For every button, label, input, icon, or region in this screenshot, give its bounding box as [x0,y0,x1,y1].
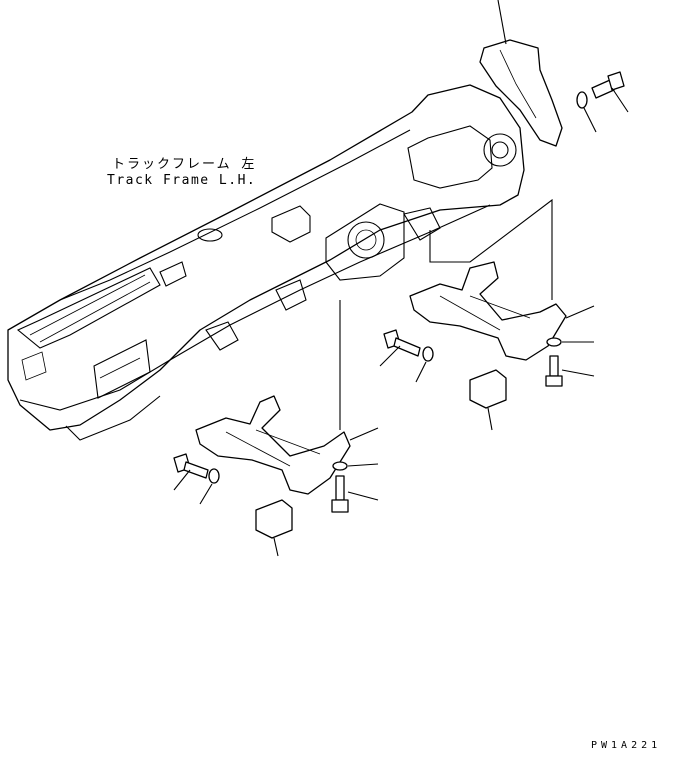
bolt-right-b [545,355,595,387]
leader-right-member [565,305,595,319]
drawing-code: PW1A221 [591,740,662,751]
rear-bracket [479,0,563,147]
washer-left-b [332,461,379,471]
leader-left-member [349,427,379,441]
track-frame-body [7,84,525,441]
bolt-left-a [173,453,209,491]
bracket-washer [576,91,597,133]
washer-right-b [546,337,594,347]
washer-left-a [199,468,220,505]
cross-member-right [409,198,567,361]
bracket-bolt [591,71,629,113]
bolt-left-b [331,475,379,513]
cap-right [469,369,507,431]
washer-right-a [415,346,434,383]
part-title-japanese: トラックフレーム 左 [112,157,257,172]
part-title-english: Track Frame L.H. [107,173,257,188]
cap-left [255,499,293,557]
cross-member-left [195,300,351,495]
bolt-right-a [379,329,421,367]
